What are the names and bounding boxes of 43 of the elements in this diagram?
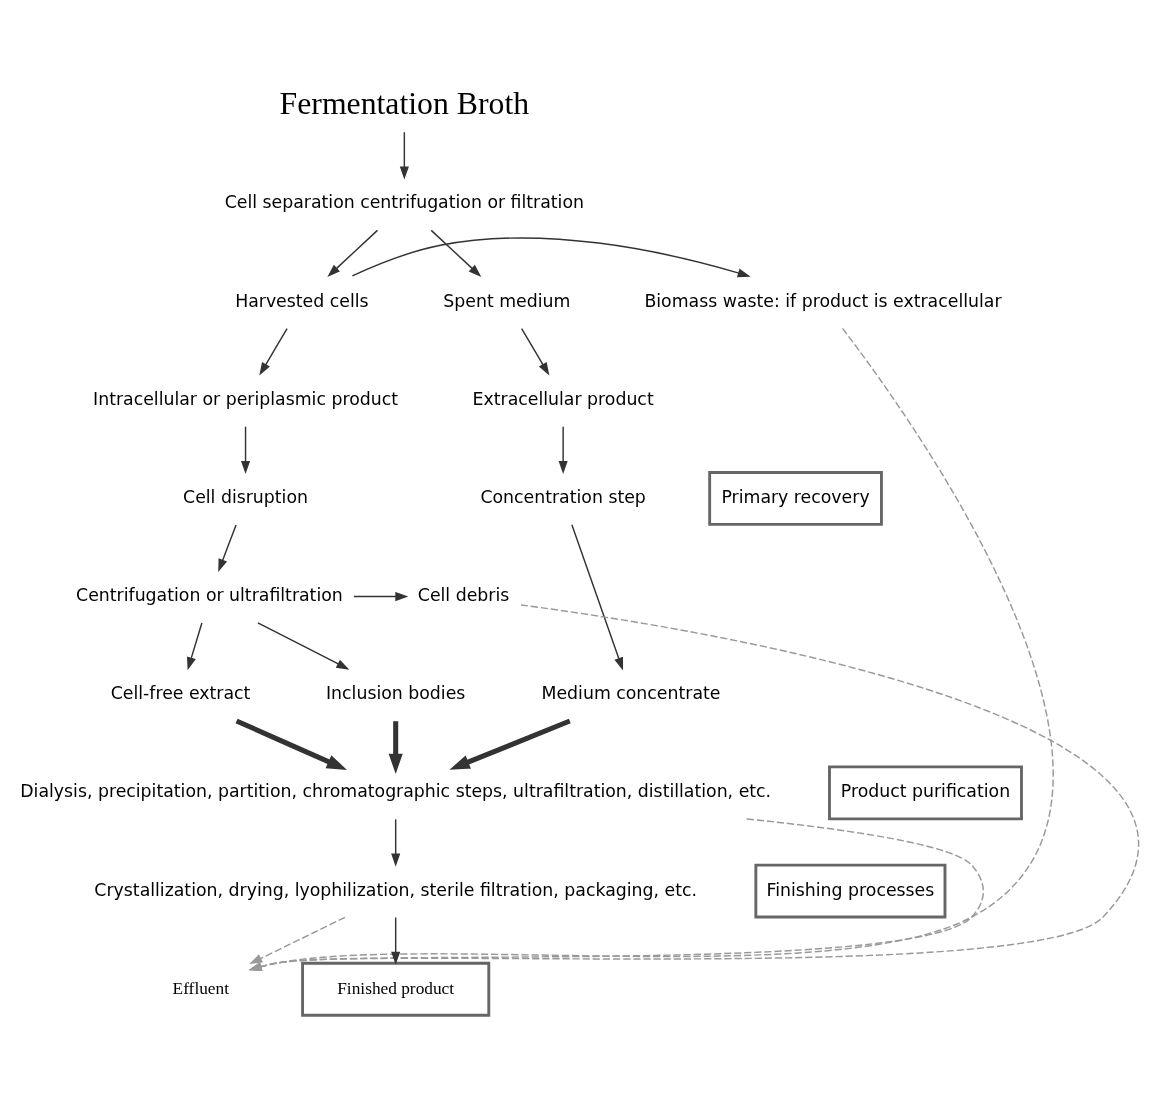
arrow <box>351 236 751 277</box>
arrow <box>558 425 568 474</box>
node-box: Product purification <box>828 765 1023 820</box>
node-text: Spent medium <box>443 290 571 311</box>
arrow <box>388 720 403 774</box>
arrow <box>571 523 624 671</box>
arrow <box>248 327 1054 971</box>
node-text: Cell-free extract <box>110 682 251 703</box>
node-text: Biomass waste: if product is extracellular <box>644 290 1002 311</box>
node-text: Intracellular or periplasmic product <box>93 388 398 409</box>
arrow <box>248 603 1138 971</box>
node-text: Effluent <box>172 978 230 998</box>
arrow <box>391 916 401 965</box>
node-text: Centrifugation or ultrafiltration <box>76 584 343 605</box>
node-text: Cell separation centrifugation or filtration <box>224 191 585 212</box>
arrow <box>327 229 379 277</box>
arrow <box>257 621 350 670</box>
arrow <box>391 818 401 867</box>
node-text: Harvested cells <box>235 290 369 311</box>
node-box: Finishing processes <box>754 863 947 918</box>
arrow <box>353 591 409 601</box>
arrow <box>430 229 482 277</box>
node-text: Cell debris <box>417 584 510 605</box>
node-text: Medium concentrate <box>541 682 721 703</box>
node-text: Concentration step <box>480 486 646 507</box>
node-box: Primary recovery <box>708 470 883 526</box>
arrow <box>235 718 347 770</box>
node-text: Dialysis, precipitation, partition, chromatographic steps, ultrafiltration, distillation, etc. <box>20 780 772 801</box>
node-text: Cell disruption <box>183 486 309 507</box>
node-text: Fermentation Broth <box>279 85 530 121</box>
arrow <box>520 327 550 375</box>
arrow <box>249 916 346 964</box>
node-box: Finished product <box>301 961 491 1017</box>
arrow <box>241 425 251 474</box>
node-text: Inclusion bodies <box>326 682 466 703</box>
arrow <box>449 718 571 770</box>
arrow <box>187 621 203 670</box>
node-text: Crystallization, drying, lyophilization, sterile filtration, packaging, etc. <box>94 879 697 900</box>
arrow <box>259 327 288 375</box>
arrow <box>218 523 237 572</box>
arrow <box>399 131 409 179</box>
arrow <box>248 817 985 971</box>
node-text: Extracellular product <box>472 388 654 409</box>
